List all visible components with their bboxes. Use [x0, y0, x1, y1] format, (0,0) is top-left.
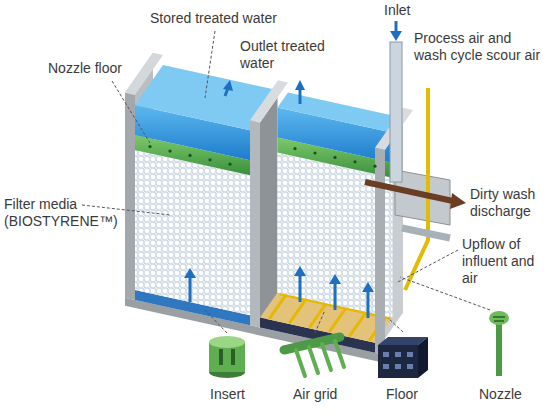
floor-part	[395, 364, 401, 369]
tank	[260, 98, 278, 328]
flow-arrows	[184, 268, 196, 278]
nozzle-dots	[148, 145, 151, 148]
flow-arrows	[184, 80, 374, 318]
nozzle-dots	[333, 156, 336, 159]
part-caption: Floor	[386, 386, 418, 403]
flow-arrows	[362, 282, 374, 292]
nozzle-dots	[188, 154, 191, 157]
air-grid-part	[335, 341, 344, 367]
floor-part	[378, 337, 428, 378]
pipework	[450, 193, 466, 209]
pipework	[390, 42, 402, 182]
pipework	[365, 182, 453, 201]
pipework	[395, 21, 398, 32]
floor-part	[383, 352, 389, 357]
floor-part	[383, 364, 389, 369]
part-caption: Air grid	[293, 386, 337, 403]
part-caption: Insert	[210, 386, 245, 403]
leader-lines	[315, 310, 325, 333]
insert-part	[209, 336, 245, 348]
nozzle-dots	[168, 149, 171, 152]
floor-part	[407, 364, 413, 369]
flow-arrows	[189, 276, 192, 302]
media-label: Filter media (BIOSTYRENE™)	[4, 196, 122, 230]
nozzle-dots	[148, 145, 376, 168]
discharge-label: Dirty wash discharge	[470, 186, 548, 220]
tank	[135, 150, 250, 315]
part-caption: Nozzle	[479, 386, 522, 403]
air-grid-part	[296, 341, 344, 376]
nozzle-dots	[208, 158, 211, 161]
nozzle-dots	[313, 151, 316, 154]
nozzle-dots	[228, 163, 231, 166]
floor-part	[378, 345, 418, 378]
floor-part	[407, 352, 413, 357]
nozzle-dots	[353, 160, 356, 163]
floor-part	[395, 352, 401, 357]
inlet-label: Inlet	[384, 2, 410, 19]
air-grid-part	[322, 344, 331, 370]
nozzle-dots	[293, 147, 296, 150]
flow-arrows	[299, 88, 302, 104]
outlet-label: Outlet treated water	[240, 38, 340, 72]
tank	[278, 93, 404, 133]
nozzle-part	[489, 311, 509, 325]
flow-arrows	[223, 80, 233, 91]
floor-part	[383, 352, 413, 369]
leader-lines	[82, 31, 490, 333]
flow-arrows	[367, 290, 370, 318]
pipework	[390, 31, 402, 41]
pipework	[402, 228, 450, 238]
floor-part	[418, 337, 428, 378]
flow-arrows	[334, 282, 337, 310]
flow-arrows	[294, 266, 306, 276]
nozzle-part	[496, 322, 502, 376]
air-grid-part	[309, 347, 318, 373]
tank	[125, 53, 413, 363]
nozzle-part	[489, 311, 509, 376]
tank	[375, 148, 385, 355]
insert-part	[219, 349, 223, 365]
upflow-label: Upflow of influent and air	[462, 236, 546, 287]
leader-lines	[112, 81, 150, 143]
flow-arrows	[299, 274, 302, 302]
air-grid-part	[284, 337, 344, 376]
nozzle-dots	[373, 165, 376, 168]
air-grid-part	[284, 337, 340, 350]
leader-lines	[388, 318, 403, 332]
nozzle-floor-label: Nozzle floor	[48, 60, 122, 77]
nozzle-part	[493, 316, 505, 318]
leader-lines	[205, 31, 215, 98]
water-label: Stored treated water	[150, 10, 277, 27]
flow-arrows	[295, 80, 305, 90]
tank	[125, 93, 135, 300]
flow-arrows	[329, 274, 341, 284]
air-label: Process air and wash cycle scour air	[414, 30, 544, 64]
nozzle-part	[494, 320, 504, 322]
tank	[250, 120, 260, 327]
leader-lines	[205, 310, 227, 333]
insert-part	[209, 336, 245, 378]
insert-part	[231, 349, 235, 365]
leader-lines	[396, 250, 458, 283]
air-grid-part	[296, 350, 305, 376]
